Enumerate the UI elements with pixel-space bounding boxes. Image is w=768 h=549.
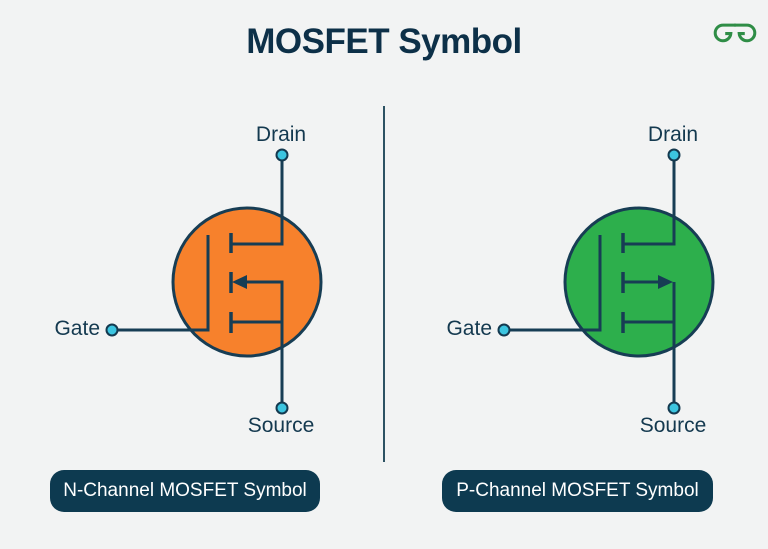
p-channel-badge: P-Channel MOSFET Symbol bbox=[442, 470, 713, 512]
source-label: Source bbox=[639, 414, 707, 437]
drain-label: Drain bbox=[647, 123, 699, 146]
gate-label: Gate bbox=[446, 317, 492, 340]
source-wire bbox=[231, 320, 284, 408]
source-wire bbox=[623, 320, 676, 408]
body-wire bbox=[242, 280, 284, 322]
drain-wire bbox=[231, 155, 284, 246]
n-channel-panel: Drain Gate Source bbox=[40, 110, 380, 450]
drain-label: Drain bbox=[255, 123, 307, 146]
n-channel-arrow-icon bbox=[232, 275, 247, 289]
gate-wire bbox=[504, 235, 602, 332]
source-terminal-dot bbox=[275, 401, 289, 415]
drain-terminal-dot bbox=[275, 148, 289, 162]
p-channel-arrow-icon bbox=[658, 275, 673, 289]
p-channel-panel: Drain Gate Source bbox=[432, 110, 768, 450]
source-label: Source bbox=[247, 414, 315, 437]
gate-label: Gate bbox=[54, 317, 100, 340]
gate-wire bbox=[112, 235, 210, 332]
drain-wire bbox=[623, 155, 676, 246]
gate-terminal-dot bbox=[497, 323, 511, 337]
p-channel-mosfet-symbol bbox=[497, 148, 715, 415]
body-wire bbox=[623, 280, 676, 322]
n-channel-badge: N-Channel MOSFET Symbol bbox=[50, 470, 320, 512]
panel-divider bbox=[383, 106, 385, 462]
page-title: MOSFET Symbol bbox=[246, 22, 522, 61]
n-channel-mosfet-symbol bbox=[105, 148, 323, 415]
source-terminal-dot bbox=[667, 401, 681, 415]
logo-left-g bbox=[713, 23, 736, 43]
gate-terminal-dot bbox=[105, 323, 119, 337]
drain-terminal-dot bbox=[667, 148, 681, 162]
logo-right-g bbox=[734, 23, 757, 43]
geeksforgeeks-logo-icon bbox=[713, 23, 757, 43]
